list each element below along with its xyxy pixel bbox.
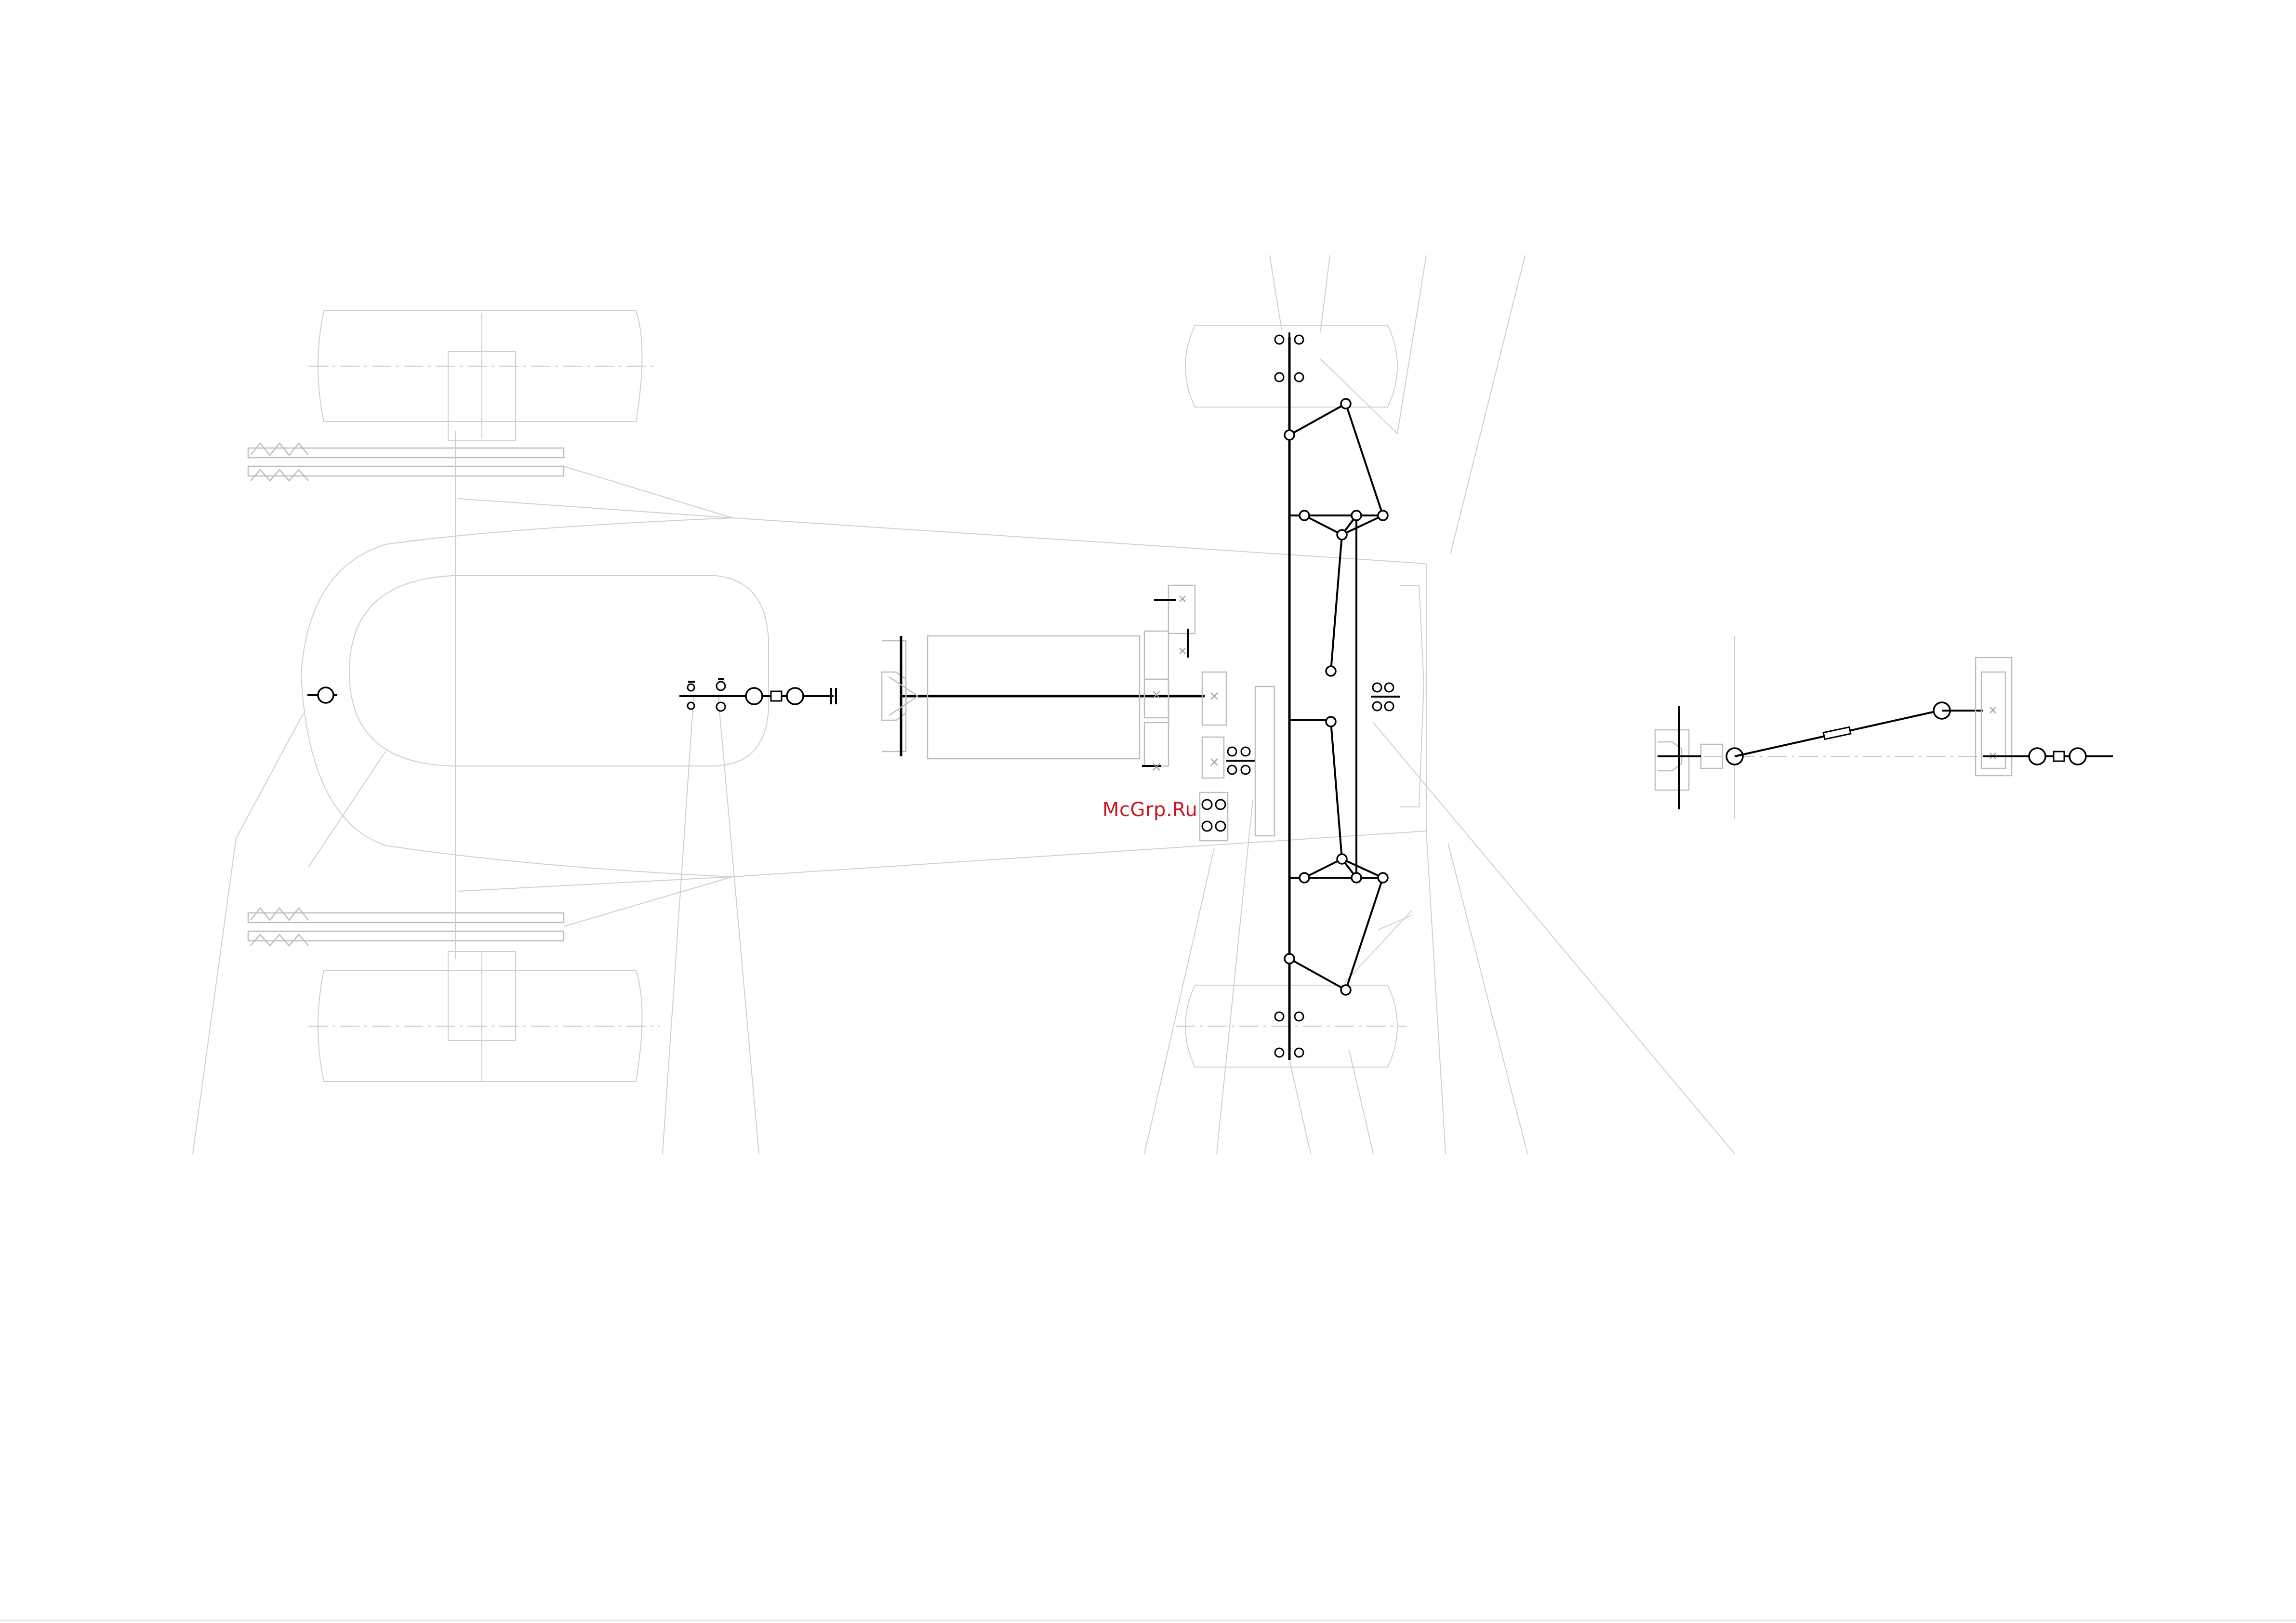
rear-wheel-top — [308, 311, 655, 441]
front-axle-beam — [1289, 337, 1332, 1060]
gearbox-bearings — [1200, 686, 1274, 841]
watermark-text: McGrp.Ru — [1102, 799, 1197, 821]
rear-spring-bottom — [248, 877, 732, 946]
bottom-rule — [0, 1620, 2296, 1621]
front-center-bearings — [1371, 683, 1400, 711]
front-wheel-top — [1185, 325, 1397, 434]
gearbox — [1142, 585, 1226, 778]
rear-spring-top — [248, 443, 732, 518]
body-outline — [193, 431, 1426, 1154]
front-wheel-bottom — [1176, 959, 1407, 1067]
steering-mechanism-side-view — [1655, 636, 2113, 819]
rear-wheel-bottom — [308, 951, 660, 1082]
front-frame-lines — [1144, 255, 1735, 1154]
rear-joint — [307, 687, 337, 703]
